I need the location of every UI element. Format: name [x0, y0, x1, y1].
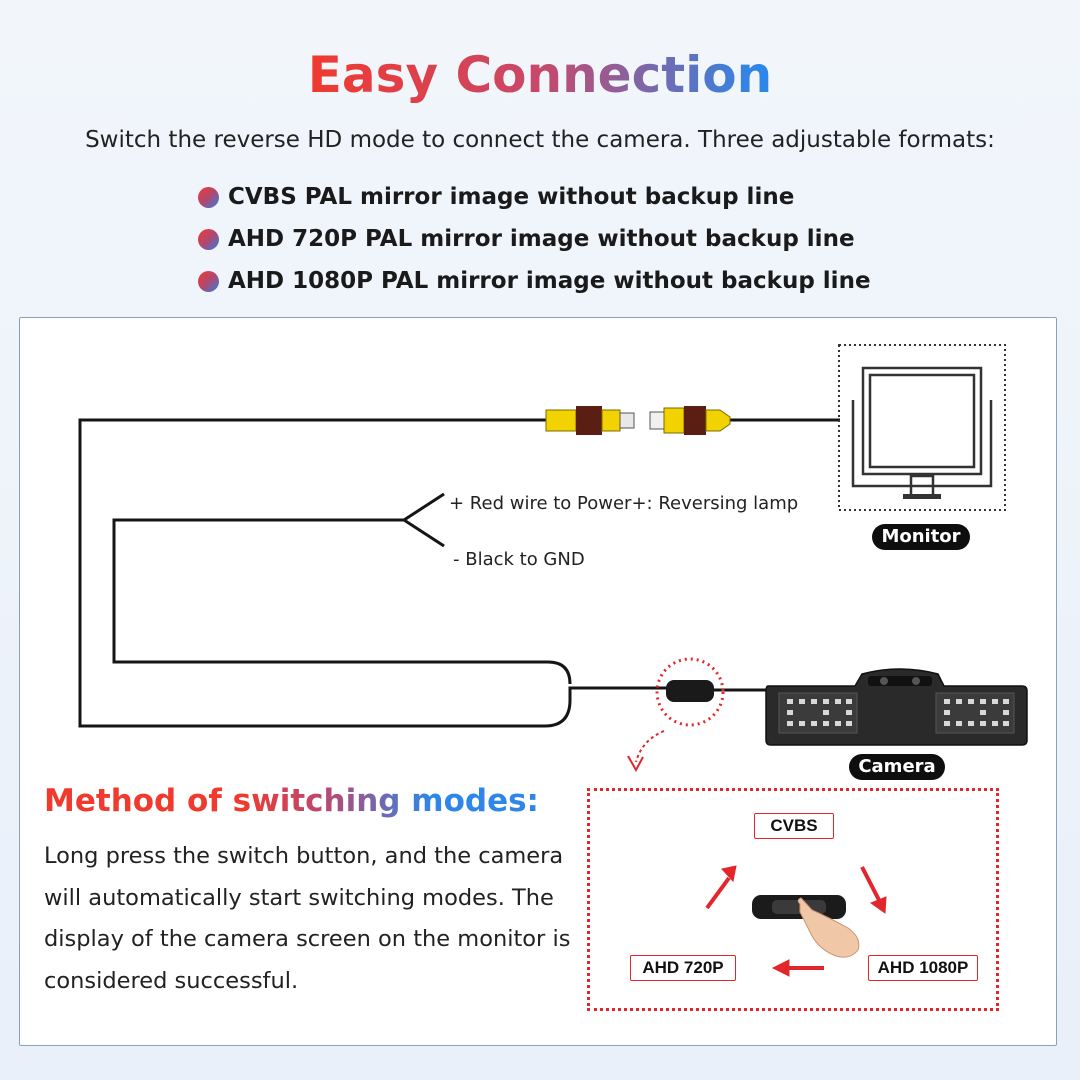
- main-cable: [78, 418, 840, 728]
- mode-cycle-arrows: [705, 865, 887, 977]
- camera-plate-icon: [765, 668, 1028, 746]
- mode-cvbs: CVBS: [754, 813, 834, 839]
- bullet-dot-icon: [198, 186, 219, 208]
- video-cable: [78, 418, 668, 728]
- monitor-label: Monitor: [872, 524, 970, 550]
- bullet-dot-icon: [198, 270, 219, 292]
- mode-ahd-720p: AHD 720P: [630, 955, 736, 981]
- format-item: AHD 720P PAL mirror image without backup…: [198, 218, 871, 260]
- format-label: AHD 1080P PAL mirror image without backu…: [228, 268, 871, 294]
- camera-label: Camera: [849, 754, 945, 780]
- rca-male-plug-icon: [545, 406, 635, 435]
- page-subtitle: Switch the reverse HD mode to connect th…: [85, 127, 995, 153]
- red-wire-label: + Red wire to Power+: Reversing lamp: [449, 493, 799, 514]
- arrow-up-right-icon: [705, 865, 737, 910]
- rca-female-plug-icon: [649, 406, 731, 435]
- monitor-icon: [838, 344, 1006, 511]
- format-item: CVBS PAL mirror image without backup lin…: [198, 176, 871, 218]
- power-fork: [403, 492, 445, 548]
- power-cable: [112, 518, 572, 685]
- format-label: CVBS PAL mirror image without backup lin…: [228, 184, 795, 210]
- arrow-down-right-icon: [860, 866, 887, 914]
- method-description: Long press the switch button, and the ca…: [44, 843, 571, 994]
- format-item: AHD 1080P PAL mirror image without backu…: [198, 260, 871, 302]
- format-label: AHD 720P PAL mirror image without backup…: [228, 226, 855, 252]
- curved-arrow-icon: [627, 730, 665, 773]
- mode-switch-icon: [655, 657, 725, 727]
- finger-press-icon: [752, 895, 860, 958]
- mode-ahd-1080p: AHD 1080P: [868, 955, 978, 981]
- black-wire-label: - Black to GND: [453, 549, 585, 570]
- format-list: CVBS PAL mirror image without backup lin…: [198, 176, 871, 302]
- bullet-dot-icon: [198, 228, 219, 250]
- method-title: Method of switching modes:: [44, 783, 539, 819]
- page-title: Easy Connection: [0, 46, 1080, 104]
- arrow-left-icon: [771, 959, 824, 977]
- mode-cycle-box: [587, 788, 999, 1011]
